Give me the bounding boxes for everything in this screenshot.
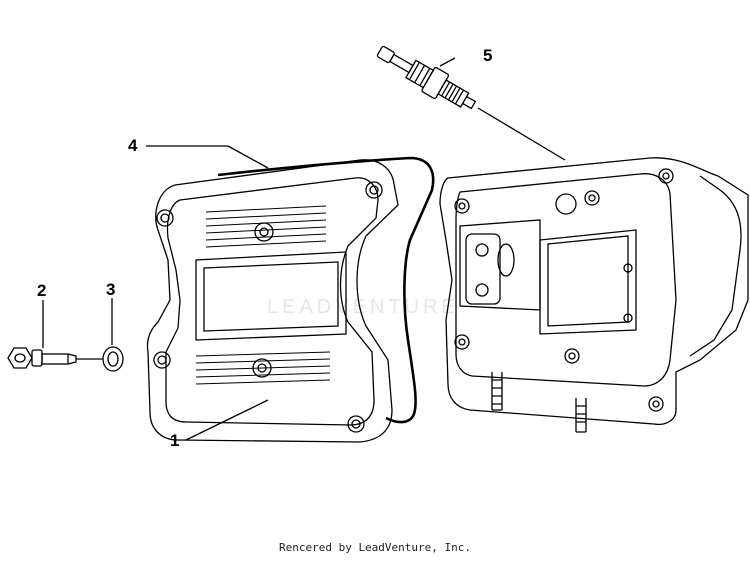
leader-line-4b [227, 145, 269, 169]
spark-plug [376, 45, 477, 110]
cooling-fins-top [205, 205, 327, 248]
render-credit: Rencered by LeadVenture, Inc. [278, 541, 472, 554]
callout-3: 3 [106, 280, 116, 299]
cylinder-head [439, 157, 749, 433]
cooling-fins-bottom [195, 351, 331, 385]
callout-1: 1 [170, 431, 180, 450]
leader-line-1 [185, 399, 269, 441]
callout-2: 2 [37, 281, 47, 300]
leader-line-5 [439, 57, 456, 67]
leader-lines [42, 57, 566, 441]
cover-bolt [7, 347, 77, 369]
callout-4: 4 [128, 136, 138, 155]
callout-5: 5 [483, 46, 493, 65]
valve-cover [146, 159, 399, 443]
leader-line-5b [477, 107, 566, 161]
sealing-washer [76, 346, 124, 372]
leadventure-watermark: LEADVENTURE [267, 296, 459, 318]
